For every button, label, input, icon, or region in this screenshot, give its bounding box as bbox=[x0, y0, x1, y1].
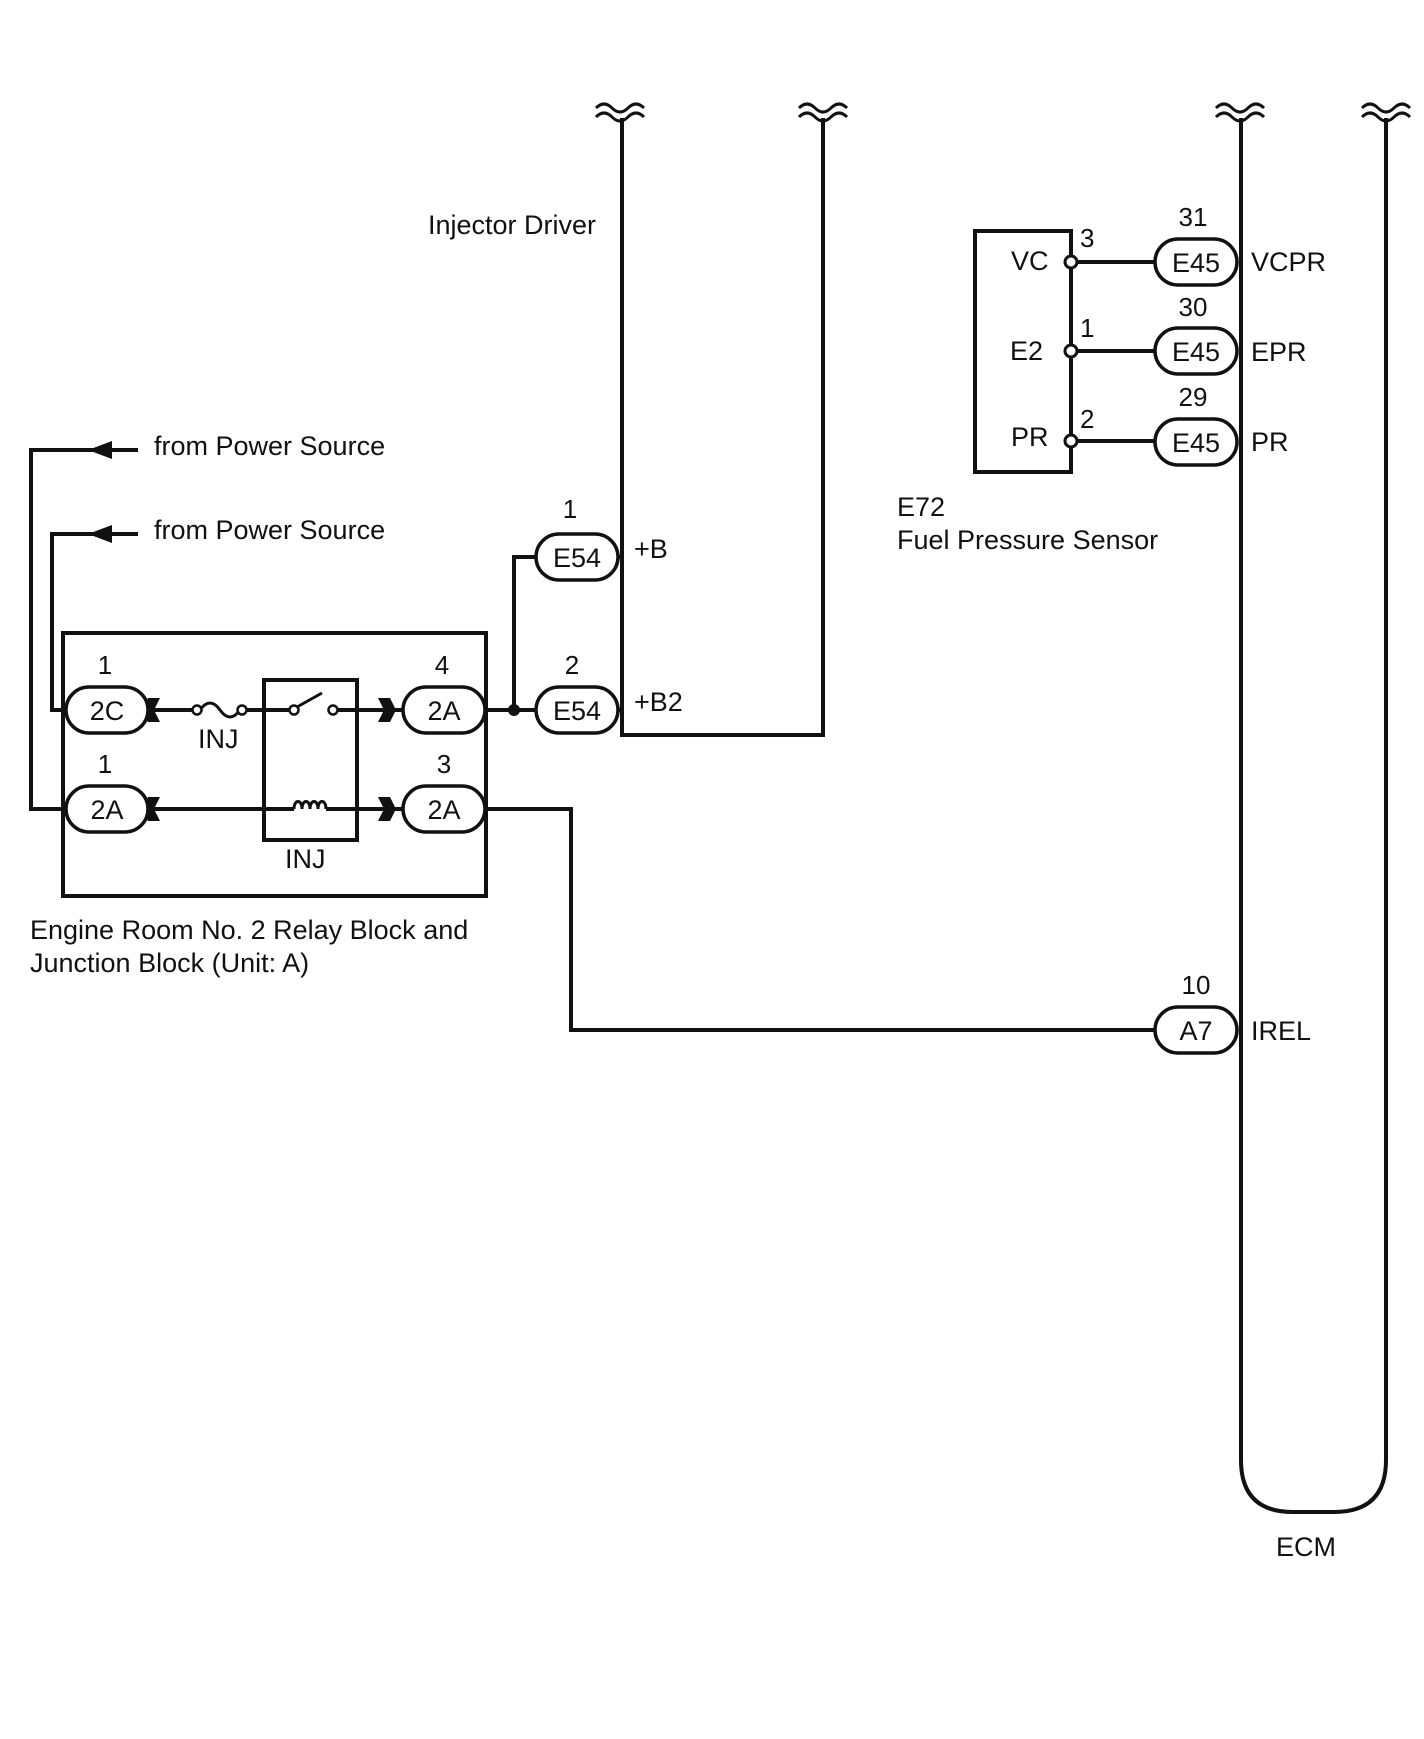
sensor-terminal-dot-pr bbox=[1063, 433, 1079, 449]
relay-block-label-line1: Engine Room No. 2 Relay Block and bbox=[30, 915, 468, 945]
ecm-signal-irel: IREL bbox=[1251, 1016, 1311, 1046]
from-power-source-label-2: from Power Source bbox=[154, 515, 385, 545]
power-source-feeds: from Power Source from Power Source bbox=[29, 431, 385, 811]
connector-e45-29-code: E45 bbox=[1172, 428, 1220, 458]
connector-e54-1-code: E54 bbox=[553, 543, 601, 573]
break-mark-driver-right bbox=[797, 102, 849, 123]
splice-dot bbox=[508, 704, 520, 716]
break-mark-ecm-left bbox=[1214, 102, 1266, 123]
driver-signal-b: +B bbox=[634, 534, 668, 564]
connector-e54-2-pin: 2 bbox=[565, 650, 579, 680]
relay-block-label-line2: Junction Block (Unit: A) bbox=[30, 948, 309, 978]
injector-driver-label: Injector Driver bbox=[428, 210, 596, 240]
connector-2a-3-code: 2A bbox=[427, 795, 460, 825]
connector-e45-29-pin: 29 bbox=[1179, 382, 1208, 412]
connector-e54-2 bbox=[534, 685, 620, 735]
connector-e54-1 bbox=[534, 532, 620, 582]
ecm-connector-pr: E45 29 PR bbox=[1153, 382, 1289, 467]
connector-e45-31-code: E45 bbox=[1172, 248, 1220, 278]
connector-2c-1-code: 2C bbox=[90, 696, 125, 726]
relay-switch-contact-right bbox=[327, 704, 339, 716]
sensor-pin-e2: 1 bbox=[1080, 313, 1094, 343]
relay-coil-symbol bbox=[292, 800, 328, 810]
connector-e45-31 bbox=[1153, 237, 1239, 287]
relay-name: INJ bbox=[285, 844, 326, 874]
sensor-terminal-dot-vc bbox=[1063, 254, 1079, 270]
injector-driver: Injector Driver bbox=[428, 102, 849, 737]
sensor-pin-vc: 3 bbox=[1080, 223, 1094, 253]
connector-2a-1-pin: 1 bbox=[98, 749, 112, 779]
wire-power-to-2a-1 bbox=[29, 448, 138, 811]
connector-2a-1-code: 2A bbox=[90, 795, 123, 825]
ecm-connector-epr: E45 30 EPR bbox=[1153, 292, 1307, 376]
connector-a7-10 bbox=[1153, 1005, 1239, 1055]
relay-block-outline bbox=[61, 631, 488, 898]
connector-e45-31-pin: 31 bbox=[1179, 202, 1208, 232]
connector-2a-4-code: 2A bbox=[427, 696, 460, 726]
sensor-terminal-pr: PR bbox=[1011, 422, 1049, 452]
fuse-terminal-right bbox=[236, 704, 248, 716]
connector-e45-30 bbox=[1153, 326, 1239, 376]
ecm-label: ECM bbox=[1276, 1532, 1336, 1562]
connector-e54-1-pin: 1 bbox=[563, 494, 577, 524]
fuse-name: INJ bbox=[198, 724, 239, 754]
sensor-terminal-dot-e2 bbox=[1063, 343, 1079, 359]
fuse-terminal-left bbox=[191, 704, 203, 716]
injector-driver-outline bbox=[620, 118, 825, 737]
ecm-signal-pr: PR bbox=[1251, 427, 1289, 457]
chevron-right-icon bbox=[378, 797, 396, 821]
ecm-outline bbox=[1239, 118, 1388, 1514]
sensor-name: Fuel Pressure Sensor bbox=[897, 525, 1158, 555]
connector-a7-10-pin: 10 bbox=[1182, 970, 1211, 1000]
driver-signal-b2: +B2 bbox=[634, 687, 683, 717]
connector-a7-10-code: A7 bbox=[1179, 1016, 1212, 1046]
relay-switch-contact-left bbox=[288, 704, 300, 716]
from-power-source-label-1: from Power Source bbox=[154, 431, 385, 461]
sensor-code: E72 bbox=[897, 492, 945, 522]
ecm-signal-epr: EPR bbox=[1251, 337, 1307, 367]
connector-2a-3-pin: 3 bbox=[437, 749, 451, 779]
relay-block: Engine Room No. 2 Relay Block and Juncti… bbox=[30, 631, 488, 978]
fuel-pressure-sensor: VC E2 PR 3 1 2 E72 Fuel Pressure Sensor bbox=[897, 223, 1158, 555]
relay-to-ecm-irel: A7 10 IREL bbox=[485, 807, 1311, 1055]
break-mark-driver-left bbox=[594, 102, 646, 123]
wire-splice-to-e54-1 bbox=[512, 555, 536, 710]
fuse-symbol bbox=[198, 701, 242, 719]
break-mark-ecm-right bbox=[1360, 102, 1412, 123]
connector-e45-30-code: E45 bbox=[1172, 337, 1220, 367]
ecm-signal-vcpr: VCPR bbox=[1251, 247, 1326, 277]
connector-e45-29 bbox=[1153, 417, 1239, 467]
connector-2c-1-pin: 1 bbox=[98, 650, 112, 680]
chevron-right-icon bbox=[378, 698, 396, 722]
sensor-terminal-e2: E2 bbox=[1010, 336, 1043, 366]
sensor-terminal-vc: VC bbox=[1011, 246, 1049, 276]
connector-e45-30-pin: 30 bbox=[1179, 292, 1208, 322]
relay-switch-blade bbox=[296, 691, 323, 709]
wire-2a-3-to-a7-10 bbox=[485, 807, 1155, 1032]
connector-2a-4-pin: 4 bbox=[435, 650, 449, 680]
connector-e54-2-code: E54 bbox=[553, 696, 601, 726]
arrow-left-icon bbox=[88, 441, 112, 459]
relay-to-injector-driver: E54 1 +B E54 2 +B2 bbox=[485, 494, 683, 735]
ecm: ECM bbox=[1214, 102, 1412, 1562]
relay-body bbox=[262, 678, 359, 842]
sensor-pin-pr: 2 bbox=[1080, 404, 1094, 434]
arrow-left-icon bbox=[88, 525, 112, 543]
ecm-connector-vcpr: E45 31 VCPR bbox=[1153, 202, 1326, 287]
